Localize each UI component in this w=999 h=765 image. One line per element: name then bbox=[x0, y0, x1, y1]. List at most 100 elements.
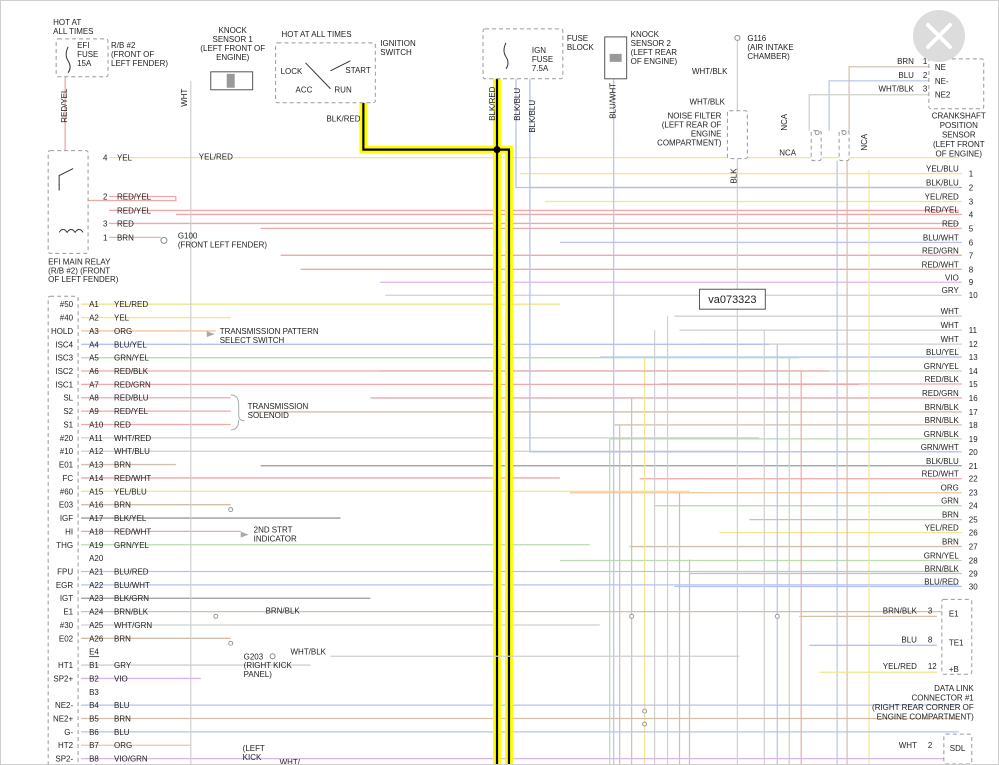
wire-label: WHT/ bbox=[280, 758, 301, 765]
dlc-pin-name: TE1 bbox=[949, 638, 964, 647]
trans-solenoid-label: TRANSMISSION bbox=[248, 402, 309, 411]
ground-icon bbox=[734, 34, 741, 41]
efi-fuse-label: FUSE bbox=[77, 50, 98, 59]
harness-wire-color: RED/BLK bbox=[925, 375, 960, 384]
ecm-wire-color: YEL/RED bbox=[114, 300, 148, 309]
switch-position-label: START bbox=[345, 66, 371, 75]
dlc-pin-number: 2 bbox=[928, 741, 933, 750]
rb2-label: R/B #2 bbox=[111, 41, 136, 50]
ecm-pin-name: #60 bbox=[60, 487, 74, 496]
harness-wire-number: 25 bbox=[969, 516, 978, 525]
crankshaft-pin-name: NE- bbox=[935, 77, 949, 86]
splice-point bbox=[814, 130, 820, 136]
ecm-wire-color: BRN bbox=[114, 715, 131, 724]
hot-at-all-times-label: HOT AT ALL TIMES bbox=[282, 30, 352, 39]
harness-wire-number: 19 bbox=[969, 435, 978, 444]
harness-wire-color: VIO bbox=[945, 273, 959, 282]
efi-main-relay-box bbox=[47, 150, 89, 254]
harness-wire-color: ORG bbox=[941, 484, 959, 493]
efi-fuse-label: EFI bbox=[77, 41, 89, 50]
solenoid-bracket bbox=[230, 394, 245, 431]
relay-wire-color: YEL bbox=[117, 154, 133, 163]
harness-wire-color: WHT bbox=[941, 307, 959, 316]
harness-wire-number: 12 bbox=[969, 340, 978, 349]
wire-label: NCA bbox=[860, 133, 869, 151]
close-icon[interactable] bbox=[913, 10, 965, 62]
splice-point bbox=[213, 613, 219, 619]
efi-relay-label: (R/B #2) (FRONT bbox=[48, 266, 110, 275]
ecm-pin-name: #20 bbox=[60, 434, 74, 443]
data-link-connector-label: ENGINE COMPARTMENT) bbox=[877, 713, 974, 722]
harness-wire-number: 17 bbox=[969, 408, 978, 417]
ecm-pin-name: #10 bbox=[60, 447, 74, 456]
harness-wire-color: RED/WHT bbox=[922, 260, 959, 269]
g116-label: (AIR INTAKE bbox=[747, 43, 793, 52]
ecm-pin-number: A1 bbox=[89, 300, 99, 309]
highlight-trace bbox=[359, 102, 501, 764]
component-layer bbox=[47, 28, 985, 764]
ecm-pin-number: A23 bbox=[89, 594, 104, 603]
harness-wire-number: 28 bbox=[969, 557, 978, 566]
rb2-label: (FRONT OF bbox=[111, 50, 154, 59]
crankshaft-wire bbox=[848, 66, 929, 131]
hot-at-all-times-label: ALL TIMES bbox=[53, 27, 93, 36]
ecm-pin-name: NE2- bbox=[55, 701, 74, 710]
ecm-pin-number: B5 bbox=[89, 715, 99, 724]
crankshaft-pin-name: NE bbox=[935, 63, 946, 72]
knock-sensor-2-label: SENSOR 2 bbox=[631, 39, 672, 48]
ecm-wire-color: BLK/YEL bbox=[114, 514, 147, 523]
data-link-connector-box bbox=[941, 598, 973, 675]
ecm-pin-name: E01 bbox=[59, 461, 74, 470]
wire-label: BLK/RED bbox=[326, 115, 360, 124]
g203-label: PANEL) bbox=[244, 670, 273, 679]
ecm-pin-name: HT2 bbox=[58, 741, 74, 750]
harness-wire-color: GRN/BLK bbox=[924, 430, 960, 439]
ecm-wire-color: BLK/GRN bbox=[114, 594, 149, 603]
efi-fuse-box bbox=[55, 38, 109, 78]
ecm-wire-color: BRN bbox=[114, 461, 131, 470]
ecm-pin-number: A17 bbox=[89, 514, 104, 523]
efi-relay-label: EFI MAIN RELAY bbox=[48, 257, 111, 266]
ecm-pin-name: S2 bbox=[63, 407, 73, 416]
ecm-pin-number: A2 bbox=[89, 314, 99, 323]
ecm-pin-name: E1 bbox=[63, 608, 73, 617]
harness-wire-number: 10 bbox=[969, 291, 978, 300]
ecm-pin-name: FC bbox=[62, 474, 73, 483]
g116-label: CHAMBER) bbox=[747, 52, 790, 61]
ecm-pin-name: HT1 bbox=[58, 661, 74, 670]
ecm-pin-name: #50 bbox=[60, 300, 74, 309]
noise-filter-label: ENGINE bbox=[691, 130, 722, 139]
knock-sensor-1-element bbox=[226, 73, 235, 88]
ecm-pin-name: IGT bbox=[60, 594, 73, 603]
ecm-pin-number: A12 bbox=[89, 447, 104, 456]
wire-label: NCA bbox=[779, 149, 797, 158]
ecm-pin-number: A3 bbox=[89, 327, 99, 336]
ecm-wire-color: BLU bbox=[114, 728, 130, 737]
relay-pin-number: 1 bbox=[103, 233, 108, 242]
harness-wire-color: BRN bbox=[942, 538, 959, 547]
ecm-wire-color: GRN/YEL bbox=[114, 541, 150, 550]
harness-wire-number: 16 bbox=[969, 394, 978, 403]
harness-wire-number: 21 bbox=[969, 462, 978, 471]
watermark-label: va073323 bbox=[708, 294, 756, 306]
ecm-pin-number: A11 bbox=[89, 434, 103, 443]
rb2-label: LEFT FENDER) bbox=[111, 59, 168, 68]
close-button[interactable] bbox=[913, 10, 965, 62]
ecm-pin-number: A5 bbox=[89, 354, 99, 363]
ecm-pin-number: B6 bbox=[89, 728, 99, 737]
harness-wire-number: 1 bbox=[969, 170, 974, 179]
harness-wire-color: BRN/BLK bbox=[925, 0, 960, 3]
relay-wire-color: RED bbox=[117, 219, 134, 228]
noise-filter-label: (LEFT REAR OF bbox=[662, 121, 722, 130]
ecm-wire-color: WHT/GRN bbox=[114, 621, 152, 630]
crankshaft-pin-number: 3 bbox=[923, 85, 928, 94]
dlc-wire-color: YEL/RED bbox=[883, 662, 917, 671]
wire-label: RED/YEL bbox=[60, 88, 69, 123]
ecm-pin-name: G- bbox=[64, 728, 73, 737]
ignition-switch-label: SWITCH bbox=[380, 48, 412, 57]
relay-wire-color: RED/YEL bbox=[117, 192, 152, 201]
ecm-pin-number: A21 bbox=[89, 567, 104, 576]
harness-wire-number: 22 bbox=[969, 475, 978, 484]
ecm-pin-number: A25 bbox=[89, 621, 104, 630]
